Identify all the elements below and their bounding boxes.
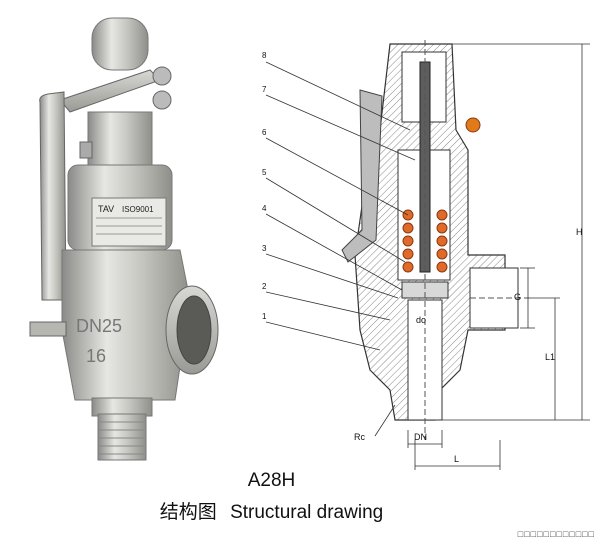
- part-label-4: 4: [262, 204, 267, 213]
- valve-photo: TAV ISO9001 DN25 16: [29, 17, 219, 461]
- dimension-h: H: [576, 227, 583, 237]
- model-name: A28H: [247, 470, 296, 491]
- watermark: □□□□□□□□□□□□: [517, 529, 595, 539]
- nameplate-iso: ISO9001: [122, 205, 154, 214]
- dimension-dn: DN: [414, 432, 427, 442]
- nameplate-brand: TAV: [98, 204, 114, 214]
- dimension-g: G: [514, 292, 521, 302]
- dimension-l: L: [454, 454, 459, 464]
- part-label-7: 7: [262, 85, 267, 94]
- valve-section: [341, 40, 530, 440]
- drawing-title-cn: 结构图: [159, 502, 217, 523]
- dimension-rc: Rc: [354, 432, 365, 442]
- part-label-2: 2: [262, 282, 267, 291]
- part-label-3: 3: [262, 244, 267, 253]
- part-label-6: 6: [262, 128, 267, 137]
- part-label-5: 5: [262, 168, 267, 177]
- body-mark-pn: 16: [86, 346, 106, 366]
- drawing-title-en: Structural drawing: [230, 502, 384, 523]
- structural-drawing: 8 7 6 5 4 3 2 1 H G L1 do Rc DN L: [262, 40, 590, 470]
- part-label-8: 8: [262, 51, 267, 60]
- drawing-title: 结构图 Structural drawing: [0, 497, 573, 524]
- part-label-1: 1: [262, 312, 267, 321]
- dimension-l1: L1: [545, 352, 555, 362]
- dimension-do: do: [416, 315, 426, 325]
- body-mark-dn: DN25: [76, 316, 122, 336]
